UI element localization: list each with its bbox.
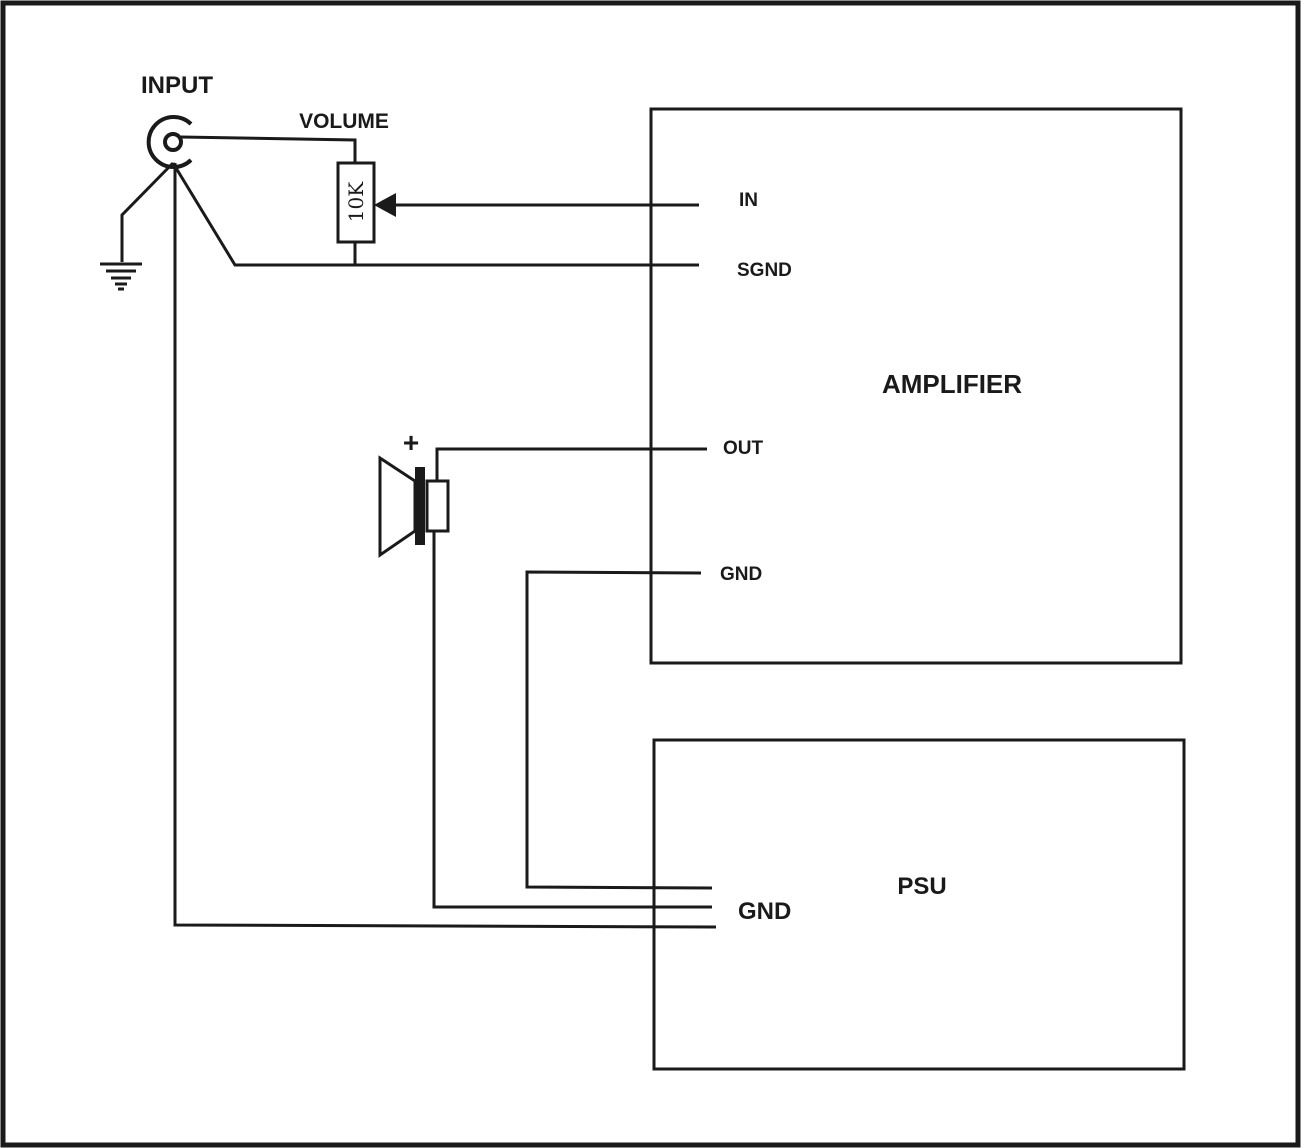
- speaker-plus-label: +: [403, 427, 419, 458]
- earth-ground-icon: [100, 262, 142, 291]
- sleeve-wire-to-psu-gnd: [173, 163, 717, 929]
- input-label: INPUT: [141, 72, 213, 99]
- ground-wire-to-earth: [120, 161, 175, 262]
- speaker-minus-wire-to-psu-gnd: [432, 531, 712, 909]
- amp-sgnd-label: SGND: [737, 260, 792, 281]
- psu-gnd-label: GND: [738, 898, 791, 925]
- amplifier-box: [649, 107, 1183, 665]
- speaker-plus-wire-to-out: [435, 447, 707, 481]
- pot-value-label: 10K: [344, 181, 368, 222]
- amp-in-label: IN: [739, 190, 758, 211]
- volume-potentiometer: [336, 161, 376, 244]
- volume-label: VOLUME: [299, 110, 389, 133]
- amplifier-label: AMPLIFIER: [882, 369, 1022, 399]
- amp-out-label: OUT: [723, 438, 764, 459]
- input-jack-icon: [146, 115, 193, 169]
- amp-gnd-label: GND: [720, 564, 762, 585]
- amp-gnd-wire-to-psu: [525, 570, 713, 890]
- psu-label: PSU: [897, 873, 946, 900]
- signal-wire-to-volume: [180, 135, 357, 163]
- wiper-arrow-icon: [374, 193, 396, 217]
- psu-box: [652, 738, 1186, 1071]
- sleeve-wire-to-sgnd: [171, 162, 699, 267]
